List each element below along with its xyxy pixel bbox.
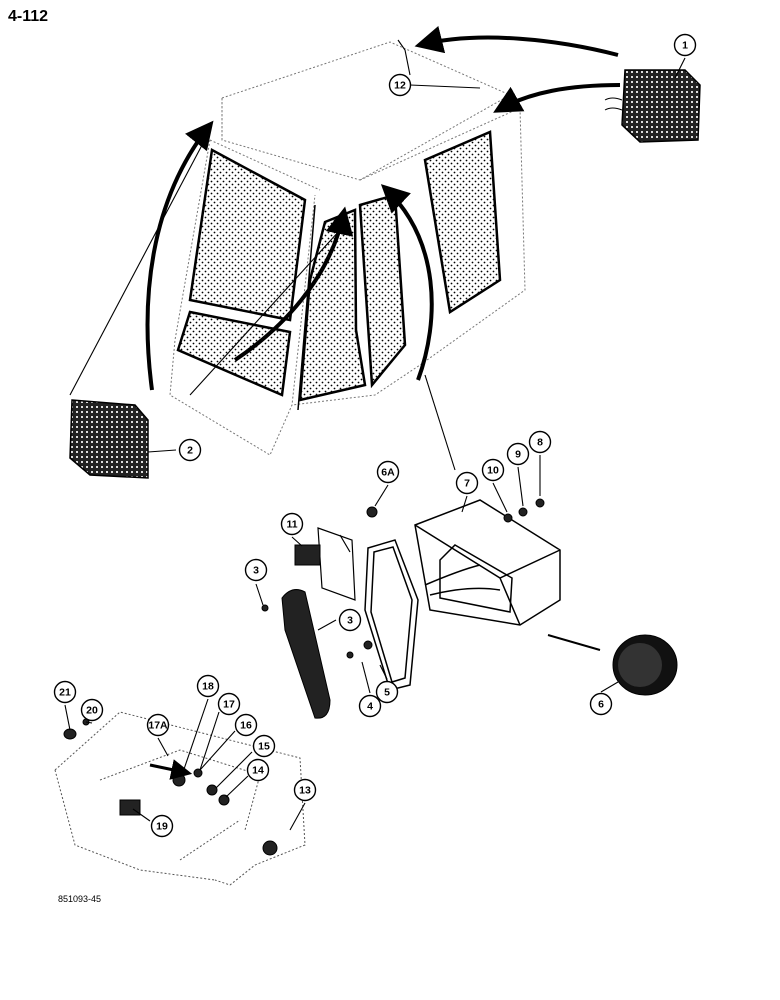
callout-12: 12 <box>388 73 412 97</box>
callout-leader <box>289 802 306 831</box>
callout-6: 6 <box>589 692 613 716</box>
callout-label: 7 <box>464 478 470 490</box>
frame-section <box>54 711 306 886</box>
switch-11 <box>294 544 321 566</box>
callout-21: 21 <box>53 680 77 704</box>
mounting-arrows <box>145 25 621 391</box>
callout-leader <box>64 704 71 731</box>
callout-4: 4 <box>358 694 382 718</box>
callout-label: 19 <box>156 821 168 833</box>
callout-leader <box>600 681 619 693</box>
callout-label: 5 <box>384 687 390 699</box>
callout-9: 9 <box>506 442 530 466</box>
callout-label: 17A <box>148 720 168 732</box>
callout-label: 10 <box>487 465 499 477</box>
cab-windows <box>176 130 502 402</box>
callout-11: 11 <box>280 512 304 536</box>
callout-label: 4 <box>367 701 373 713</box>
callout-1: 1 <box>673 33 697 57</box>
callout-leader <box>199 730 236 771</box>
callout-label: 6A <box>381 467 395 479</box>
callout-leader <box>132 808 151 822</box>
callout-label: 11 <box>286 519 297 531</box>
callout-14: 14 <box>246 758 270 782</box>
callout-label: 9 <box>515 449 521 461</box>
callout-label: 1 <box>682 40 688 52</box>
callout-leader <box>85 721 93 724</box>
callout-label: 2 <box>187 445 193 457</box>
callout-15: 15 <box>252 734 276 758</box>
figure-code: 851093-45 <box>58 894 102 904</box>
leader-lines-cab <box>69 39 481 471</box>
callout-10: 10 <box>481 458 505 482</box>
cab-outline <box>169 41 526 456</box>
callout-leader <box>255 583 264 606</box>
floodlight-lamp-rear <box>604 69 701 143</box>
callout-leader <box>379 664 388 680</box>
beacon-lamp <box>547 634 678 696</box>
callout-label: 17 <box>223 699 235 711</box>
callout-8: 8 <box>528 430 552 454</box>
callout-7: 7 <box>455 471 479 495</box>
callout-20: 20 <box>80 698 104 722</box>
callout-6a: 6A <box>376 460 400 484</box>
callout-3: 3 <box>338 608 362 632</box>
callout-leader <box>291 536 303 547</box>
callout-leader <box>517 466 524 507</box>
lamp-lens-cover <box>281 589 331 719</box>
callout-leader <box>147 449 177 453</box>
callout-leader <box>225 775 249 798</box>
callout-label: 18 <box>202 681 214 693</box>
callout-label: 6 <box>598 699 604 711</box>
callout-5: 5 <box>375 680 399 704</box>
callout-leader <box>199 711 220 771</box>
hardware-small <box>261 498 545 659</box>
callout-label: 15 <box>258 741 270 753</box>
callout-label: 13 <box>299 785 311 797</box>
callout-2: 2 <box>178 438 202 462</box>
callout-label: 14 <box>252 765 264 777</box>
page-number: 4-112 <box>8 8 49 25</box>
callout-leader <box>361 661 371 694</box>
cab-door-pillar <box>297 204 316 411</box>
callout-leader <box>317 619 337 631</box>
lower-hardware <box>63 718 278 856</box>
callout-leader <box>461 495 468 513</box>
callout-leader <box>181 698 209 776</box>
callout-label: 3 <box>253 565 259 577</box>
callout-19: 19 <box>150 814 174 838</box>
callout-leader <box>492 482 508 513</box>
callout-label: 20 <box>86 705 98 717</box>
callout-16: 16 <box>234 713 258 737</box>
callout-leader <box>157 737 169 757</box>
lamp-gasket-frame <box>364 539 419 691</box>
mounting-bracket <box>317 527 356 601</box>
callout-leader <box>374 484 389 507</box>
callout-leader <box>215 751 253 789</box>
callout-label: 21 <box>59 687 71 699</box>
callout-18: 18 <box>196 674 220 698</box>
callout-leader <box>674 57 686 79</box>
lower-arrow <box>149 759 193 780</box>
floodlight-lamp-front <box>69 399 149 479</box>
callout-label: 8 <box>537 437 543 449</box>
callout-3: 3 <box>244 558 268 582</box>
callout-17: 17 <box>217 692 241 716</box>
lamp-housing <box>414 499 561 626</box>
callout-label: 12 <box>394 80 406 92</box>
callout-13: 13 <box>293 778 317 802</box>
callout-label: 16 <box>240 720 252 732</box>
callout-17a: 17A <box>146 713 170 737</box>
callout-label: 3 <box>347 615 353 627</box>
